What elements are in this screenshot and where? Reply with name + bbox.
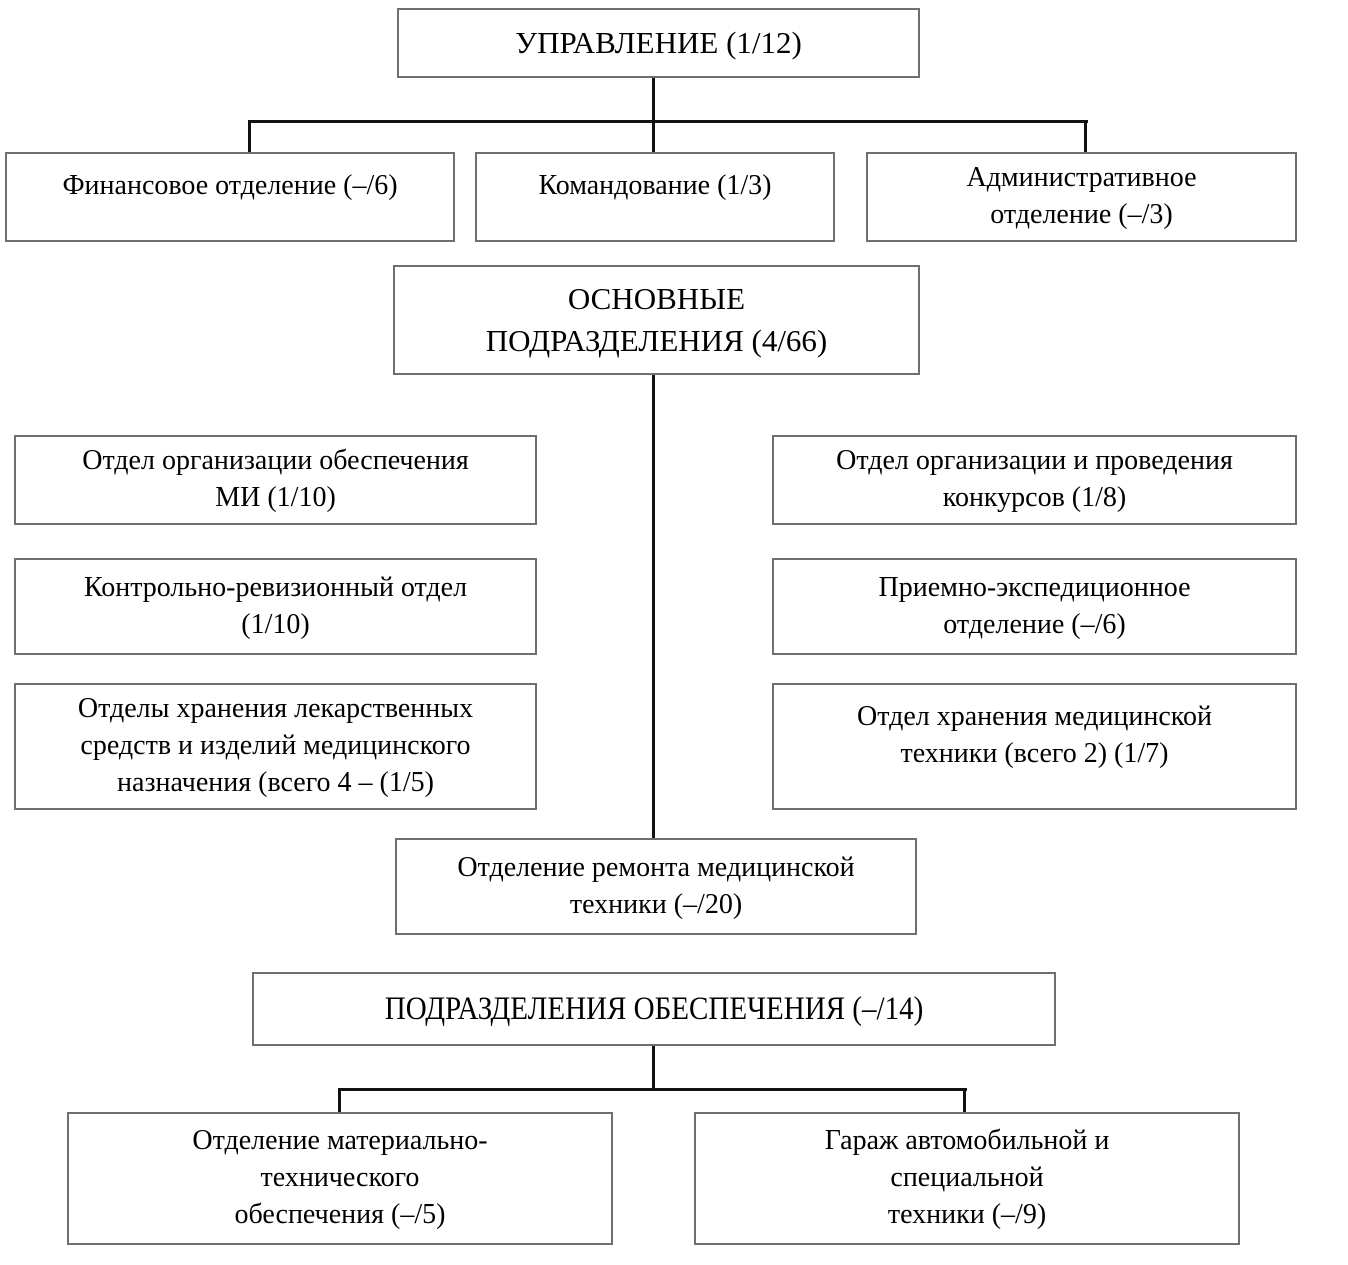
node-audit-department-label: Контрольно-ревизионный отдел (1/10) <box>83 571 468 640</box>
node-tender-organization-department: Отдел организации и проведения конкурсов… <box>772 435 1297 525</box>
connector-drop-logistics <box>338 1090 341 1112</box>
node-logistics-support-department: Отделение материально- технического обес… <box>67 1112 613 1245</box>
connector-main-spine <box>652 375 655 838</box>
node-support-subdivisions-label: ПОДРАЗДЕЛЕНИЯ ОБЕСПЕЧЕНИЯ (–/14) <box>384 990 924 1027</box>
node-logistics-support-department-label: Отделение материально- технического обес… <box>192 1125 488 1230</box>
connector-drop-command <box>652 122 655 152</box>
connector-bottom-horizontal <box>338 1088 967 1091</box>
connector-drop-garage <box>963 1090 966 1112</box>
node-administrative-department: Административное отделение (–/3) <box>866 152 1297 242</box>
node-medical-equipment-storage-department-label: Отдел хранения медицинской техники (всег… <box>857 701 1212 769</box>
node-finance-department: Финансовое отделение (–/6) <box>5 152 455 242</box>
node-finance-department-label: Финансовое отделение (–/6) <box>62 170 398 201</box>
node-directorate: УПРАВЛЕНИЕ (1/12) <box>397 8 920 78</box>
node-medical-equipment-storage-department: Отдел хранения медицинской техники (всег… <box>772 683 1297 810</box>
node-administrative-department-label: Административное отделение (–/3) <box>966 162 1197 230</box>
node-support-subdivisions: ПОДРАЗДЕЛЕНИЯ ОБЕСПЕЧЕНИЯ (–/14) <box>252 972 1056 1046</box>
node-directorate-label: УПРАВЛЕНИЕ (1/12) <box>515 25 802 61</box>
node-drug-storage-departments: Отделы хранения лекарственных средств и … <box>14 683 537 810</box>
node-audit-department: Контрольно-ревизионный отдел (1/10) <box>14 558 537 655</box>
node-drug-storage-departments-label: Отделы хранения лекарственных средств и … <box>77 693 474 798</box>
connector-top-horizontal <box>248 120 1088 123</box>
node-mi-supply-organization-department: Отдел организации обеспечения МИ (1/10) <box>14 435 537 525</box>
node-vehicle-garage-label: Гараж автомобильной и специальной техник… <box>824 1125 1110 1230</box>
connector-drop-administrative <box>1084 122 1087 152</box>
node-main-subdivisions: ОСНОВНЫЕ ПОДРАЗДЕЛЕНИЯ (4/66) <box>393 265 920 375</box>
node-tender-organization-department-label: Отдел организации и проведения конкурсов… <box>836 445 1233 513</box>
node-receiving-forwarding-department-label: Приемно-экспедиционное отделение (–/6) <box>878 571 1191 640</box>
node-medical-equipment-repair-department: Отделение ремонта медицинской техники (–… <box>395 838 917 935</box>
node-main-subdivisions-label: ОСНОВНЫЕ ПОДРАЗДЕЛЕНИЯ (4/66) <box>485 281 828 358</box>
connector-support-down <box>652 1046 655 1090</box>
node-command: Командование (1/3) <box>475 152 835 242</box>
connector-drop-finance <box>248 122 251 152</box>
node-receiving-forwarding-department: Приемно-экспедиционное отделение (–/6) <box>772 558 1297 655</box>
node-command-label: Командование (1/3) <box>538 170 772 201</box>
node-medical-equipment-repair-department-label: Отделение ремонта медицинской техники (–… <box>457 851 855 920</box>
node-mi-supply-organization-department-label: Отдел организации обеспечения МИ (1/10) <box>82 445 469 513</box>
connector-directorate-down <box>652 78 655 122</box>
node-vehicle-garage: Гараж автомобильной и специальной техник… <box>694 1112 1240 1245</box>
